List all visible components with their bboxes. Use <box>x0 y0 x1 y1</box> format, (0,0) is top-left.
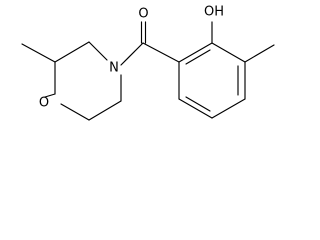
bond-ring-inner-3 <box>185 96 211 112</box>
bond-carbonyl-c-to-n <box>120 42 144 66</box>
hydroxyl-label: OH <box>204 5 224 20</box>
bond-morpholine-bottom <box>88 100 122 121</box>
morpholine-nitrogen-label: N <box>109 61 119 76</box>
bond-morpholine-top <box>54 41 90 63</box>
bond-to-ring-methyl <box>21 43 56 63</box>
carbonyl-oxygen-label: O <box>138 7 148 22</box>
bond-ring-1 <box>178 42 213 63</box>
bond-carbonyl-c-to-ring <box>142 42 180 63</box>
bond-ring-inner-1 <box>185 49 211 65</box>
morpholine-oxygen-label: O <box>39 96 49 111</box>
bond-ring-2 <box>211 42 246 63</box>
molecule-structure: O OH N O <box>21 5 275 121</box>
bond-morpholine-o-down <box>60 103 90 121</box>
bond-morpholine-left-lower <box>44 93 56 98</box>
bond-ring-5 <box>178 98 213 119</box>
bond-morpholine-n-up <box>88 41 108 61</box>
bond-to-methyl <box>244 44 275 63</box>
bond-ring-4 <box>211 98 246 119</box>
